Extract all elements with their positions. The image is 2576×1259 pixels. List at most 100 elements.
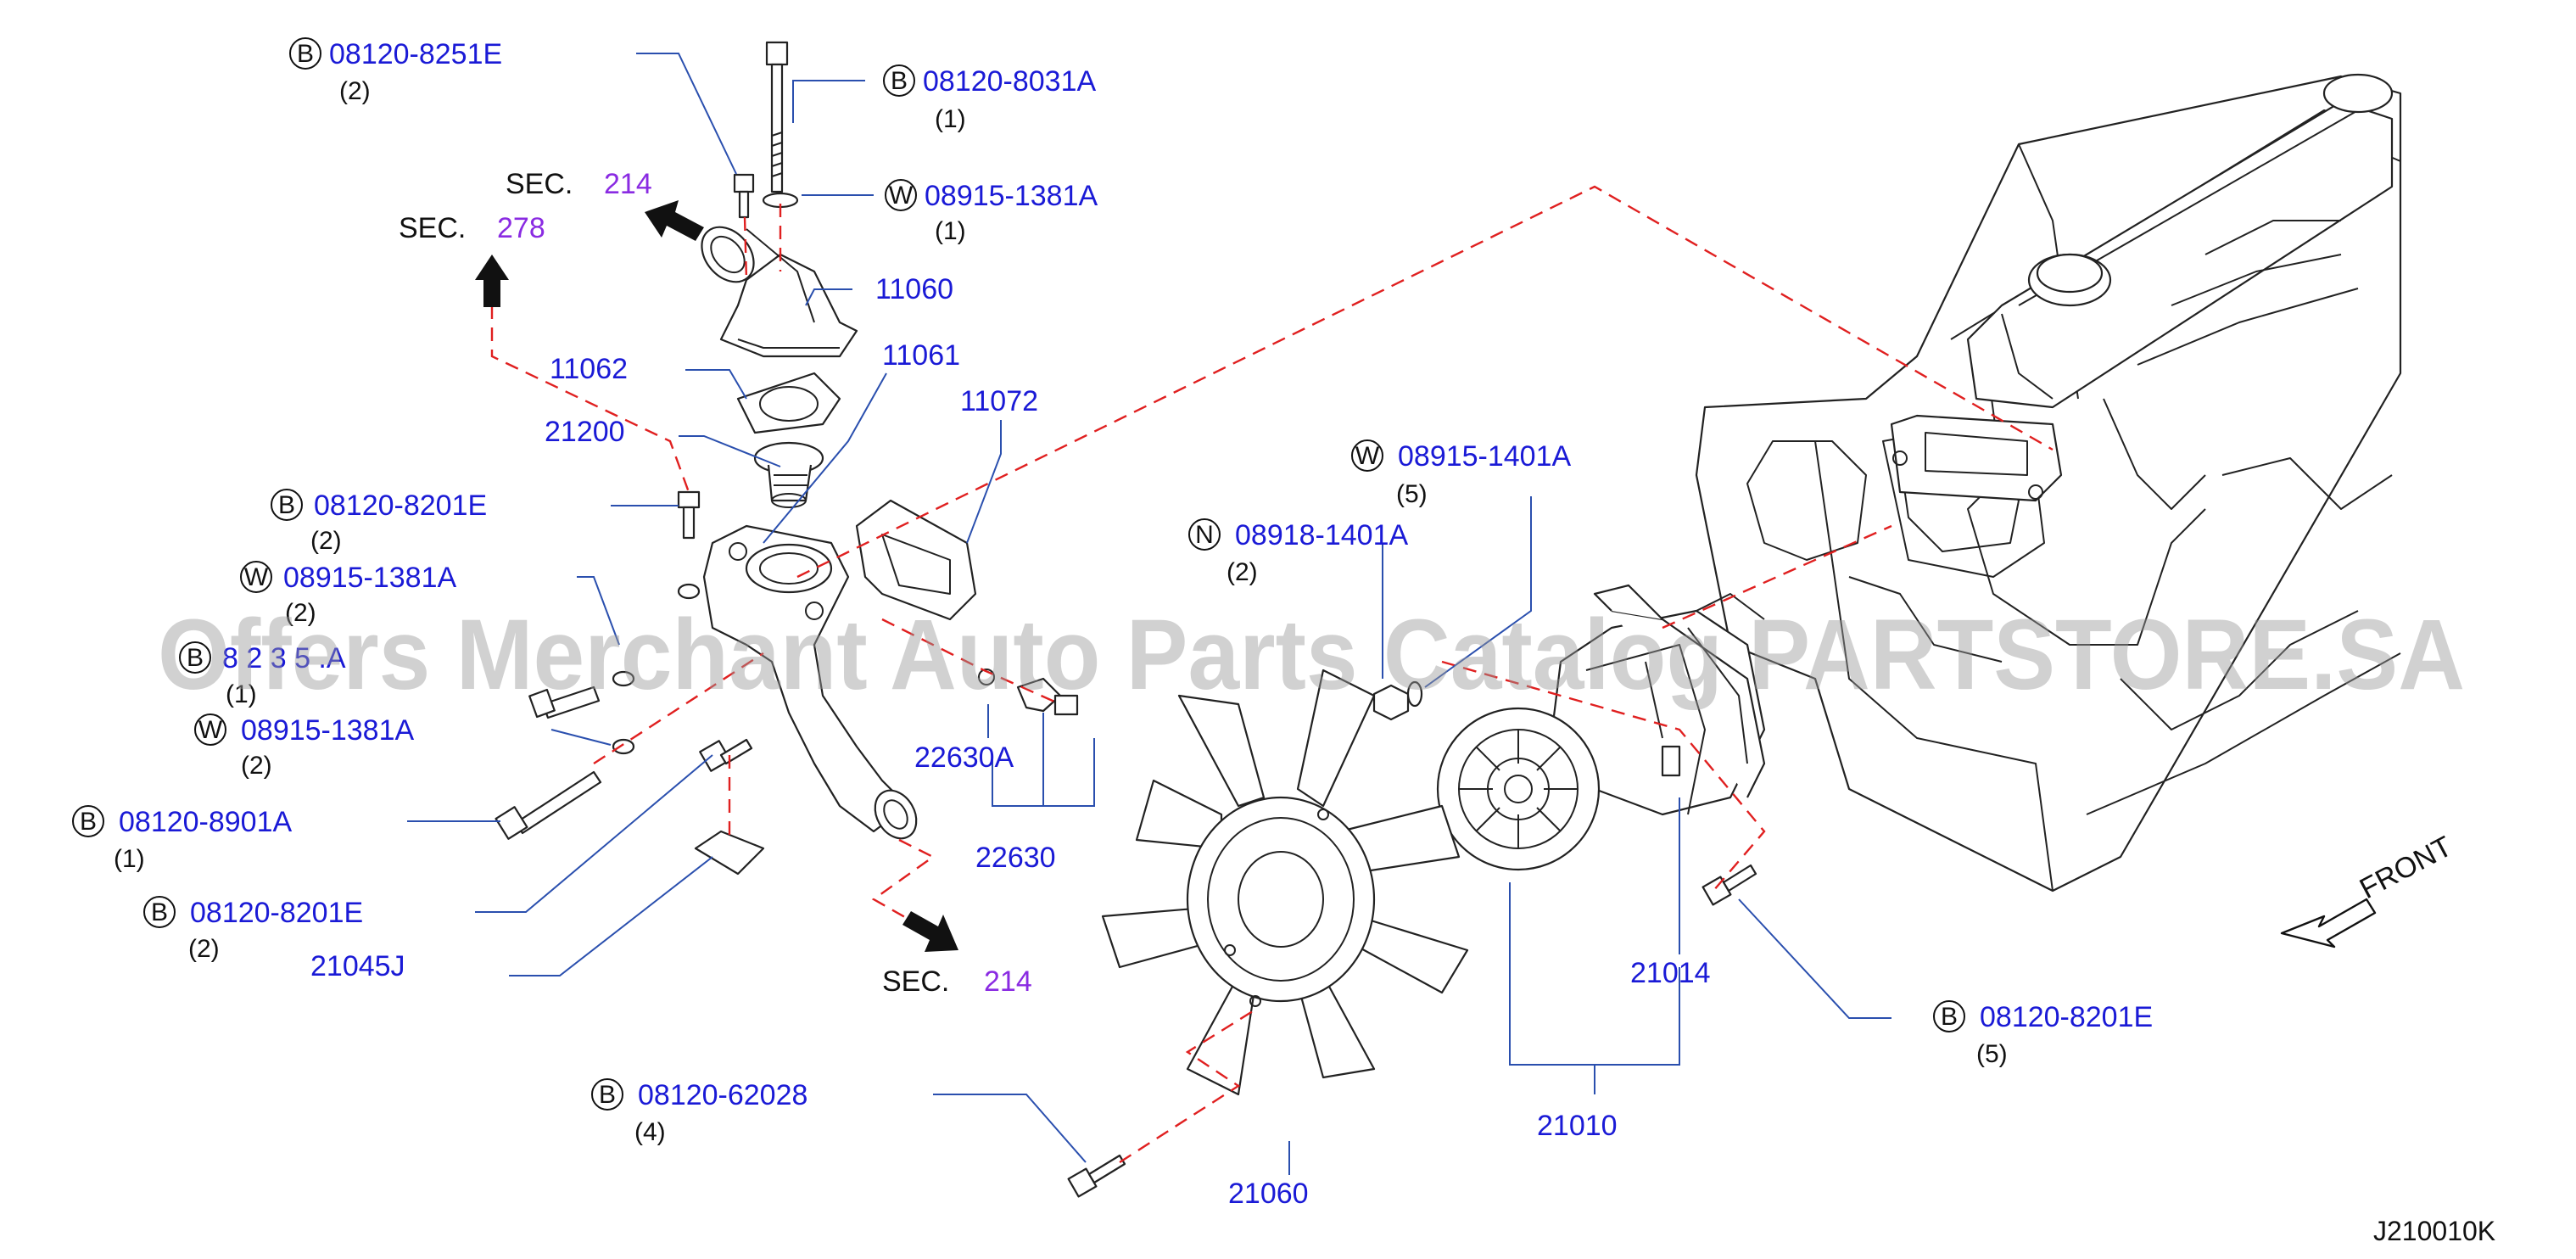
part-labels: 11060 11062 11061 11072 21200 22630A 226… [310,273,1711,1210]
callout-quantity: (2) [188,935,220,963]
badge-circle [1188,518,1221,551]
inlet-housing-drawing [694,499,977,876]
callout-08120-8031A[interactable]: B 08120-8031A (1) [883,64,1097,133]
callout-part-number[interactable]: 08120-8901A [119,806,293,838]
callout-obscured[interactable]: B 8 2 3 5 .A (1) [179,641,346,708]
leader-lines [407,53,1891,1175]
callout-part-number[interactable]: 08120-8031A [923,65,1097,98]
callout-part-number[interactable]: 08120-8201E [314,490,487,522]
callout-08915-1381A-2[interactable]: W 08915-1381A (2) [240,561,457,627]
callout-quantity: (1) [935,217,966,245]
section-prefix: SEC. [399,212,466,244]
callout-part-number[interactable]: 08915-1381A [925,180,1098,212]
front-label: FRONT [2355,831,2457,906]
callout-part-number[interactable]: 08915-1381A [241,714,415,747]
callout-quantity: (2) [310,527,342,555]
callout-badge: B [599,1081,616,1109]
watermark: Offers Merchant Auto Parts Catalog PARTS… [158,599,2465,711]
callout-quantity: (2) [241,752,272,780]
callout-quantity: (5) [1396,480,1428,508]
callout-quantity: (2) [285,599,316,627]
callout-badge: B [297,40,314,68]
assembly-phantom-lines [490,185,2054,1164]
callout-badge: W [244,563,269,591]
label-11062[interactable]: 11062 [550,353,628,385]
callout-badge: B [151,898,168,926]
callout-quantity: (4) [634,1118,666,1146]
badge-circle [289,37,321,70]
front-arrow-icon [2280,898,2377,948]
section-ref-214-top[interactable]: SEC. 214 [506,168,652,200]
section-number[interactable]: 214 [604,168,652,200]
engine-block-drawing [1695,73,2402,892]
callout-badge: W [198,716,223,744]
callout-08120-62028[interactable]: B 08120-62028 (4) [591,1078,807,1146]
label-21060[interactable]: 21060 [1228,1178,1309,1210]
callout-quantity: (1) [114,845,145,873]
label-21200[interactable]: 21200 [545,416,625,448]
callout-part-number[interactable]: 08918-1401A [1235,519,1409,551]
callout-part-number[interactable]: 08120-8251E [329,38,502,70]
callout-08120-8901A[interactable]: B 08120-8901A (1) [72,805,293,873]
callout-08915-1401A[interactable]: W 08915-1401A (5) [1351,439,1572,508]
callout-part-number[interactable]: 08915-1381A [283,562,457,594]
callout-08915-1381A-3[interactable]: W 08915-1381A (2) [194,713,415,780]
callout-08120-8251E[interactable]: B 08120-8251E (2) [289,37,502,105]
callout-quantity: (2) [339,77,371,105]
label-21045J[interactable]: 21045J [310,950,405,982]
callout-08915-1381A[interactable]: W 08915-1381A (1) [885,179,1098,245]
callout-part-number[interactable]: 8 2 3 5 .A [222,642,346,674]
label-11061[interactable]: 11061 [882,339,960,372]
callout-badge: B [1941,1003,1958,1031]
section-number[interactable]: 278 [497,212,545,244]
callout-quantity: (1) [226,680,257,708]
badge-circle [883,64,915,97]
callout-badge: B [278,491,295,519]
callout-badge: W [889,182,914,210]
callout-list: B 08120-8251E (2) B 08120-8031A (1) W 08… [72,37,2153,1146]
section-ref-214-bottom[interactable]: SEC. 214 [882,965,1032,998]
label-21010[interactable]: 21010 [1537,1110,1618,1142]
arrow-up-left-icon [645,200,704,241]
section-prefix: SEC. [882,965,949,998]
fasteners-drawing [495,41,1757,1198]
callout-badge: B [80,808,97,836]
badge-circle [143,896,176,928]
callout-badge: W [1355,442,1380,470]
callout-badge: B [187,644,204,672]
badge-circle [240,561,272,593]
callout-08918-1401A[interactable]: N 08918-1401A (2) [1188,518,1409,586]
callout-part-number[interactable]: 08120-8201E [190,897,363,929]
gasket-thermostat-drawing [736,372,841,508]
callout-part-number[interactable]: 08120-8201E [1980,1001,2153,1033]
callout-badge: N [1195,521,1214,549]
label-21014[interactable]: 21014 [1630,957,1711,989]
callout-part-number[interactable]: 08915-1401A [1398,440,1572,473]
label-11072[interactable]: 11072 [960,385,1038,417]
badge-circle [1933,1000,1965,1032]
section-number[interactable]: 214 [984,965,1032,998]
badge-circle [72,805,104,837]
section-arrows [475,200,2377,952]
badge-circle [194,713,226,746]
section-ref-278[interactable]: SEC. 278 [399,212,545,244]
badge-circle [179,641,211,674]
callout-08120-8201E-3[interactable]: B 08120-8201E (5) [1933,1000,2153,1068]
section-prefix: SEC. [506,168,573,200]
label-22630A[interactable]: 22630A [914,741,1014,774]
cooling-fan-drawing [1101,669,1469,1096]
diagram-code: J210010K [2373,1216,2495,1246]
callout-badge: B [891,67,908,95]
badge-circle [1351,439,1383,472]
callout-08120-8201E-2[interactable]: B 08120-8201E (2) [143,896,363,963]
callout-08120-8201E[interactable]: B 08120-8201E (2) [271,489,487,555]
label-22630[interactable]: 22630 [975,842,1056,874]
callout-part-number[interactable]: 08120-62028 [638,1079,807,1111]
badge-circle [591,1078,623,1111]
label-11060[interactable]: 11060 [875,273,953,305]
arrow-down-right-icon [902,911,958,952]
callout-quantity: (2) [1227,558,1258,586]
water-pump-drawing [1436,584,1766,871]
badge-circle [271,489,303,521]
